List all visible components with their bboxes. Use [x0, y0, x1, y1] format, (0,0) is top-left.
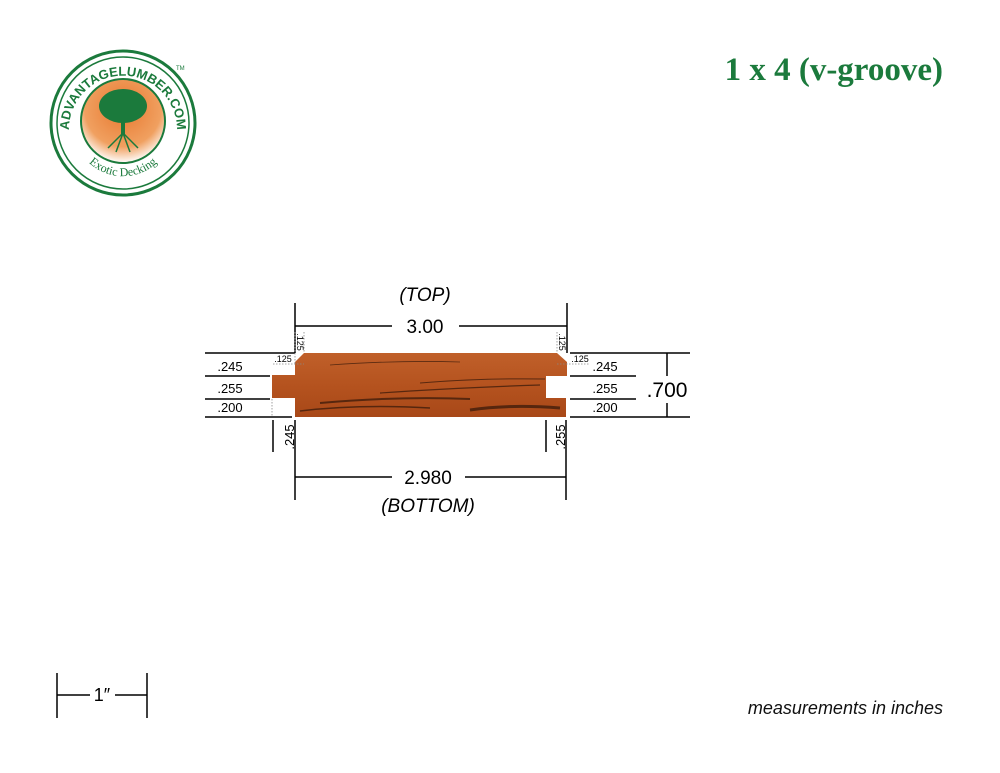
right-upper: .245: [592, 359, 617, 374]
wood-grain: [299, 361, 561, 412]
logo: ADVANTAGELUMBER.COM Exotic Decking TM: [49, 49, 197, 197]
dimension-lines: [205, 303, 690, 500]
left-middle: .255: [217, 381, 242, 396]
tree-icon: [99, 89, 147, 153]
right-chamfer-v: .125: [557, 333, 567, 351]
left-lower: .200: [217, 400, 242, 415]
bottom-label: (BOTTOM): [381, 496, 475, 517]
right-middle: .255: [592, 381, 617, 396]
thickness: .700: [647, 379, 688, 402]
page-title: 1 x 4 (v-groove): [724, 52, 943, 88]
left-upper: .245: [217, 359, 242, 374]
scale-label: 1″: [94, 685, 111, 705]
right-chamfer-h: .125: [571, 354, 589, 364]
bottom-width: 2.980: [404, 468, 452, 489]
left-chamfer-v: .125: [295, 333, 305, 351]
right-lower: .200: [592, 400, 617, 415]
units-note: measurements in inches: [747, 698, 943, 718]
groove-depth: .255: [553, 424, 568, 449]
trademark: TM: [176, 66, 185, 72]
top-label: (TOP): [399, 285, 450, 306]
left-chamfer-h: .125: [274, 354, 292, 364]
scale-bar: [56, 673, 148, 718]
top-width: 3.00: [407, 317, 444, 338]
tongue-depth: .245: [282, 424, 297, 449]
